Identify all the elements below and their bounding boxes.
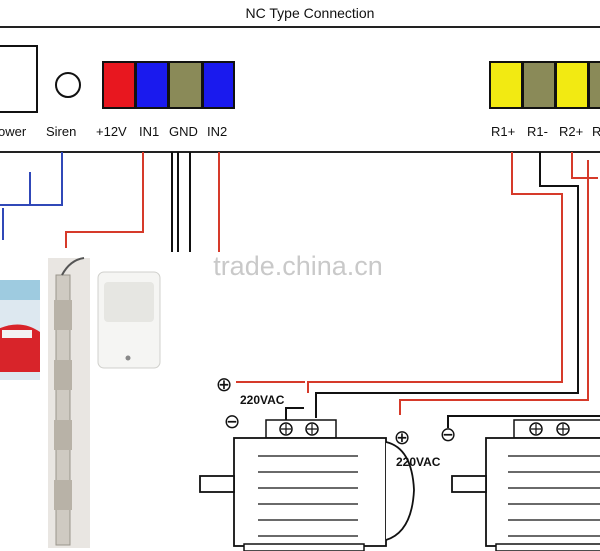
motor1-base — [243, 543, 365, 551]
plus-sign-motor1: ⊕ — [216, 374, 233, 396]
relay-terminal-block — [489, 61, 600, 109]
motor-1: ⊕ ⊖ 220VAC — [199, 374, 415, 551]
label-r1-plus: R1+ — [491, 124, 515, 139]
terminal-in1 — [135, 61, 169, 109]
label-r2-plus: R2+ — [559, 124, 583, 139]
siren-indicator — [55, 72, 81, 98]
voltage-label-motor1: 220VAC — [240, 393, 285, 407]
motor2-base — [495, 543, 600, 551]
controller-panel — [0, 26, 600, 153]
wire-siren-blue-2 — [8, 152, 63, 206]
label-gnd: GND — [169, 124, 198, 139]
terminal-gnd — [168, 61, 203, 109]
wire-r2-minus-black — [447, 415, 600, 428]
label-siren: Siren — [46, 124, 76, 139]
wire-12v-red — [65, 152, 144, 248]
minus-sign-motor1: ⊖ — [224, 411, 241, 433]
siren-device — [0, 280, 40, 380]
label-power: ower — [0, 124, 27, 139]
label-r2-cut: R — [592, 124, 600, 139]
motor2-shaft — [451, 475, 487, 493]
motor2-body — [485, 437, 600, 547]
motor1-body — [233, 437, 387, 547]
plus-sign-motor2: ⊕ — [394, 427, 411, 449]
wire-motor1-black — [285, 407, 304, 420]
wire-r1-minus-black — [315, 152, 579, 418]
terminal-r1-plus — [489, 61, 523, 109]
watermark: trade.china.cn — [213, 251, 383, 281]
voltage-label-motor2: 220VAC — [396, 455, 441, 469]
motor1-shaft — [199, 475, 235, 493]
diagram-title: NC Type Connection — [246, 5, 375, 21]
motor-2: ⊕ ⊖ 220VAC — [394, 419, 600, 551]
minus-sign-motor2: ⊖ — [440, 424, 457, 446]
wire-r2-plus-down — [399, 160, 589, 415]
terminal-r1-minus — [522, 61, 556, 109]
terminal-r2-minus — [588, 61, 600, 109]
terminal-in2 — [202, 61, 235, 109]
label-r1-minus: R1- — [527, 124, 548, 139]
label-in2: IN2 — [207, 124, 227, 139]
motor1-end-cap — [385, 441, 415, 541]
motor1-terminal-box — [265, 419, 337, 439]
terminal-r2-plus — [555, 61, 589, 109]
probe-sensor — [48, 257, 90, 548]
label-in1: IN1 — [139, 124, 159, 139]
wire-power-blue — [0, 172, 31, 206]
wire-r2-plus-red — [571, 152, 598, 179]
terminal-12v — [102, 61, 136, 109]
input-terminal-block — [102, 61, 235, 109]
power-outlet — [0, 45, 38, 113]
label-12v: +12V — [96, 124, 127, 139]
pir-detector — [97, 271, 161, 369]
wire-r1-plus-red — [307, 152, 563, 393]
